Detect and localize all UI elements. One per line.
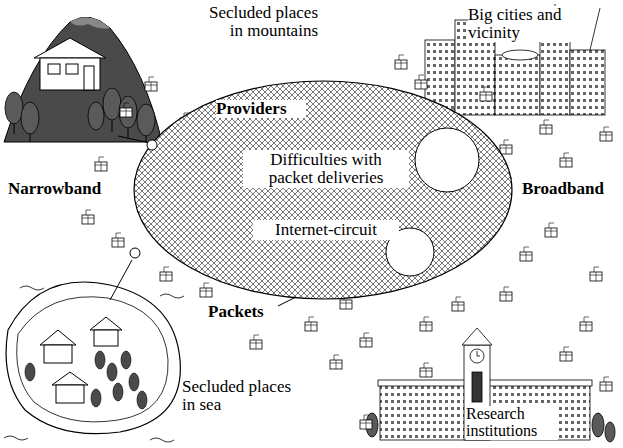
packet-icons xyxy=(82,55,612,429)
providers-label: Providers xyxy=(216,100,306,118)
circuit-text: Difficulties with packet deliveries xyxy=(243,150,409,188)
place-label: Secluded places in sea xyxy=(182,378,300,414)
research-building xyxy=(366,328,615,442)
place-label: Big cities and vicinity xyxy=(468,6,580,42)
internet-circuit-ellipse: Difficulties with packet deliveriesInter… xyxy=(133,80,513,300)
ellipse-outline xyxy=(133,80,513,300)
place-label: Research institutions xyxy=(466,406,558,440)
band-label: Narrowband xyxy=(8,180,118,198)
mountain-scene xyxy=(4,17,162,143)
packets-label: Packets xyxy=(208,303,278,321)
circuit-text: Internet-circuit xyxy=(253,220,399,240)
band-label: Broadband xyxy=(522,180,618,198)
island-scene xyxy=(4,260,184,442)
place-label: Secluded places in mountains xyxy=(200,4,318,40)
